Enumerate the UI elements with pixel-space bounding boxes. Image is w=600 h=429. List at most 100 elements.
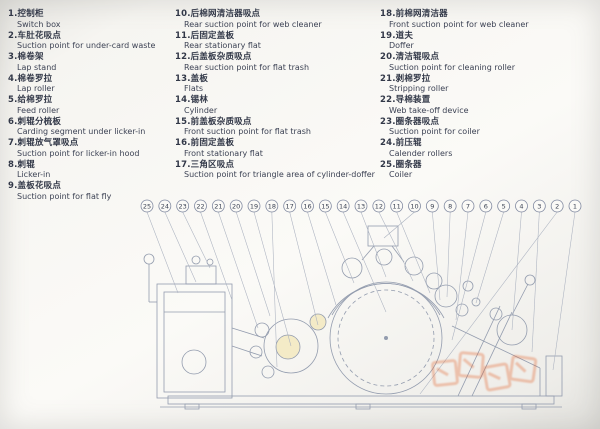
callout-number: 14 bbox=[339, 202, 347, 210]
leader-line bbox=[360, 211, 387, 278]
leader-line bbox=[218, 211, 259, 329]
callout-number: 5 bbox=[502, 202, 506, 210]
callout-number: 4 bbox=[519, 202, 523, 210]
leader-line bbox=[235, 211, 271, 317]
leader-line bbox=[455, 211, 469, 321]
machine-drawing bbox=[143, 225, 563, 410]
callout-25 bbox=[140, 199, 154, 213]
legend-item-english: Rear suction point for web cleaner bbox=[184, 19, 322, 29]
legend-item-label: 15.前盖板杂质吸点 bbox=[175, 116, 252, 127]
legend-item-label: 23.圈条器吸点 bbox=[380, 116, 440, 127]
callout-number: 18 bbox=[268, 202, 276, 210]
callout-number: 10 bbox=[410, 202, 418, 210]
legend-item-english: Feed roller bbox=[17, 105, 60, 115]
legend-item-label: 14.锡林 bbox=[175, 95, 209, 105]
legend-item-label: 3.棉卷架 bbox=[8, 52, 44, 62]
callout-12 bbox=[372, 199, 386, 213]
legend-item-label: 11.后固定盖板 bbox=[175, 30, 235, 41]
legend-item-label: 21.剥棉罗拉 bbox=[380, 73, 431, 84]
callout-17 bbox=[283, 199, 297, 213]
leader-line bbox=[419, 211, 558, 395]
callout-number: 7 bbox=[466, 202, 470, 210]
legend-item-english: Front suction point for web cleaner bbox=[389, 19, 529, 29]
callout-15 bbox=[318, 199, 332, 213]
legend-item-label: 19.道夫 bbox=[380, 30, 414, 41]
leader-line bbox=[396, 211, 431, 294]
callout-11 bbox=[390, 199, 404, 213]
leader-line bbox=[307, 211, 337, 306]
callout-23 bbox=[176, 199, 190, 213]
leader-line bbox=[451, 211, 487, 341]
legend-item-label: 12.后盖板杂质吸点 bbox=[175, 52, 252, 62]
legend-item-label: 9.盖板花吸点 bbox=[8, 181, 62, 191]
legend-item-label: 6.刺辊分梳板 bbox=[8, 116, 62, 127]
legend-item-english: Suction point for coiler bbox=[389, 127, 480, 136]
leader-line bbox=[552, 211, 576, 371]
legend-item-label: 17.三角区吸点 bbox=[175, 159, 235, 170]
legend-item-english: Rear suction point for flat trash bbox=[184, 62, 310, 72]
legend-item-english: Carding segment under licker-in bbox=[17, 127, 146, 136]
legend-item-english: Flats bbox=[184, 84, 204, 93]
leader-line bbox=[325, 211, 355, 284]
legend-item-label: 5.给棉罗拉 bbox=[8, 95, 53, 105]
callout-19 bbox=[247, 199, 261, 213]
legend-item-label: 8.刺辊 bbox=[8, 159, 35, 170]
legend-item-english: Licker-in bbox=[17, 170, 51, 179]
legend-item-english: Suction point for licker-in hood bbox=[17, 148, 140, 158]
callout-16 bbox=[301, 199, 314, 213]
callout-18 bbox=[265, 199, 279, 213]
callout-2 bbox=[550, 199, 564, 213]
legend-item-label: 13.盖板 bbox=[175, 73, 209, 84]
leader-line bbox=[164, 211, 197, 283]
callout-number: 12 bbox=[375, 202, 383, 210]
legend-item-english: Coiler bbox=[389, 170, 413, 179]
callout-1 bbox=[568, 199, 582, 213]
legend-item-label: 10.后棉网清洁器吸点 bbox=[175, 9, 261, 19]
leader-line bbox=[511, 211, 522, 331]
leader-line bbox=[378, 211, 414, 282]
callout-number: 15 bbox=[321, 202, 329, 210]
callout-number: 16 bbox=[303, 202, 311, 210]
legend-item-english: Switch box bbox=[17, 19, 61, 29]
leader-line bbox=[289, 211, 319, 326]
callout-20 bbox=[229, 199, 243, 213]
legend-item-label: 22.导棉装置 bbox=[380, 95, 431, 105]
callout-number: 8 bbox=[448, 202, 452, 210]
leader-line bbox=[146, 211, 179, 294]
leader-line bbox=[200, 211, 233, 301]
callout-number: 25 bbox=[143, 202, 151, 210]
callout-13 bbox=[354, 199, 368, 213]
callout-number: 21 bbox=[214, 202, 222, 210]
callout-5 bbox=[497, 199, 511, 213]
callout-4 bbox=[515, 199, 528, 213]
callout-number: 23 bbox=[179, 202, 187, 210]
callout-22 bbox=[194, 199, 207, 213]
legend-item-label: 16.前固定盖板 bbox=[175, 138, 235, 148]
callout-9 bbox=[425, 199, 439, 213]
legend-item-label: 7.刺辊放气罩吸点 bbox=[8, 138, 79, 148]
legend-item-label: 4.棉卷罗拉 bbox=[8, 73, 53, 84]
legend-item-english: Suction point for cleaning roller bbox=[389, 62, 515, 72]
callout-number: 3 bbox=[537, 202, 541, 210]
legend-item-english: Lap stand bbox=[17, 62, 57, 72]
